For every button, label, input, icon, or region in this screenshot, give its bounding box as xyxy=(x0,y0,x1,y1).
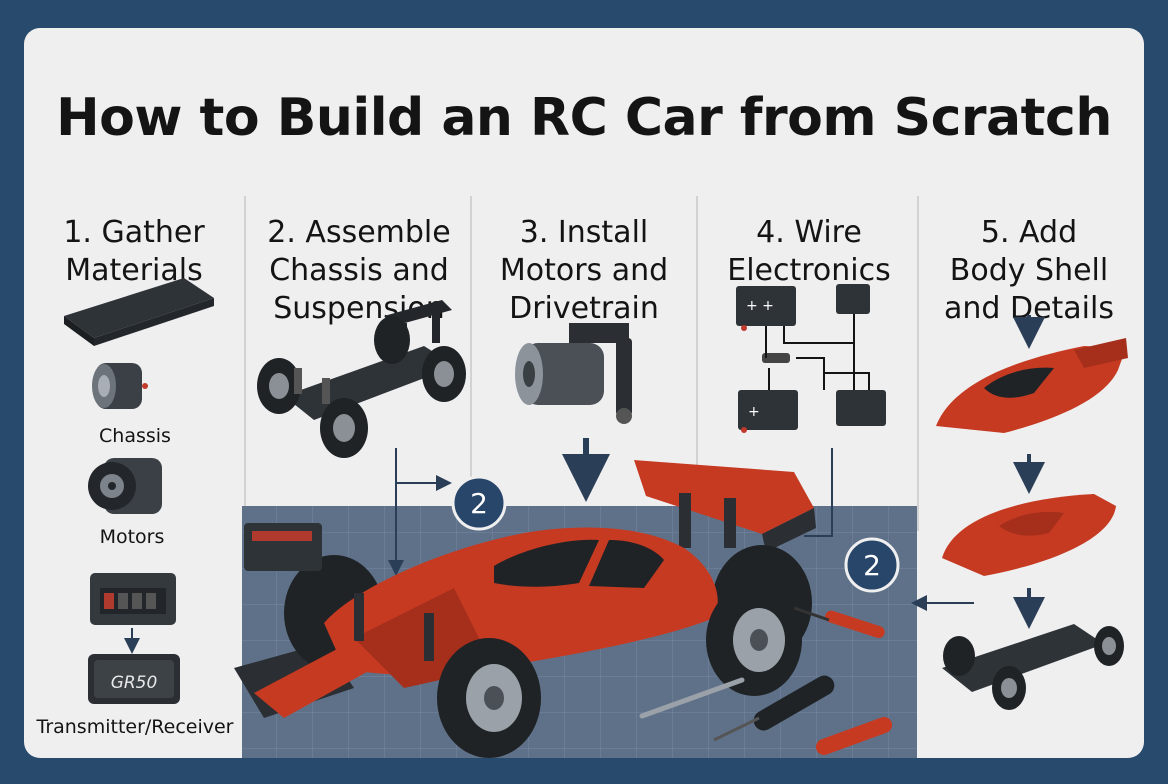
flow-arrow xyxy=(804,448,833,537)
svg-text:+: + xyxy=(748,404,760,420)
motor-icon xyxy=(92,363,148,409)
battery-box-icon xyxy=(244,523,322,571)
step-5-line-1: 5. Add xyxy=(980,215,1078,250)
circuit-icon: + + + xyxy=(736,284,886,433)
step-4-heading: 4. Wire Electronics xyxy=(704,214,914,290)
drivetrain-motor-icon xyxy=(515,323,632,424)
finished-chassis-icon xyxy=(942,624,1124,710)
receiver-model-text: GR50 xyxy=(111,673,158,693)
screwdriver-icon xyxy=(713,675,835,742)
transmitter-label: Transmitter/Receiver xyxy=(36,716,234,738)
step-3-heading: 3. Install Motors and Drivetrain xyxy=(479,214,689,328)
step-2-line-2: Chassis and xyxy=(269,253,449,288)
metal-rod-icon xyxy=(639,677,745,719)
car-body-icon xyxy=(942,494,1116,576)
car-body-icon xyxy=(936,338,1128,433)
step-badge-number: 2 xyxy=(470,487,488,520)
battery-pack-icon xyxy=(90,573,176,625)
motors-label: Motors xyxy=(100,526,165,548)
step-badge: 2 xyxy=(844,537,900,593)
svg-text:+ +: + + xyxy=(746,298,774,314)
column-divider xyxy=(470,196,472,531)
chassis-plate-icon xyxy=(24,278,214,346)
step-4-line-1: 4. Wire xyxy=(756,215,862,250)
column-divider xyxy=(917,196,919,531)
illustration: Chassis Motors GR50 Transmitter/Receiver xyxy=(24,278,1128,758)
step-1-line-1: 1. Gather xyxy=(63,215,205,250)
step-2-line-1: 2. Assemble xyxy=(267,215,451,250)
chassis-suspension-icon xyxy=(257,300,466,458)
step-3-line-1: 3. Install xyxy=(519,215,649,250)
step-3-line-3: Drivetrain xyxy=(509,291,659,326)
wheel-motor-icon xyxy=(88,458,162,514)
page-title: How to Build an RC Car from Scratch xyxy=(56,88,1112,148)
column-divider xyxy=(244,196,246,531)
infographic-panel: How to Build an RC Car from Scratch 1. G… xyxy=(24,28,1144,758)
step-badge-number: 2 xyxy=(863,549,881,582)
step-4-line-2: Electronics xyxy=(727,253,891,288)
step-2-heading: 2. Assemble Chassis and Suspension xyxy=(254,214,464,328)
screwdriver-icon xyxy=(815,717,893,755)
column-divider xyxy=(696,196,698,531)
step-badge: 2 xyxy=(451,475,507,531)
step-3-line-2: Motors and xyxy=(499,253,669,288)
receiver-icon xyxy=(88,654,180,704)
chassis-label: Chassis xyxy=(99,425,171,447)
screwdriver-icon xyxy=(793,606,885,639)
rc-car-icon xyxy=(234,460,816,758)
step-5-line-2: Body Shell xyxy=(949,253,1109,288)
